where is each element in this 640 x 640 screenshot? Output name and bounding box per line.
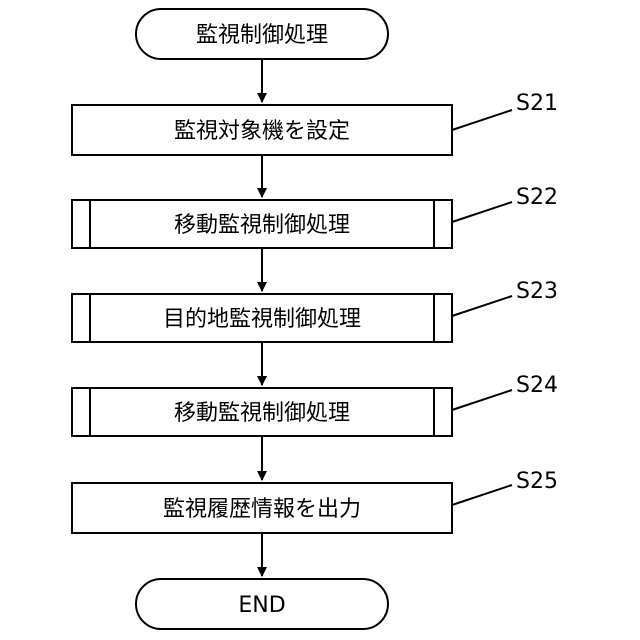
subprocess-box-s23: 目的地監視制御処理 xyxy=(72,294,452,342)
step-id-s25: S25 xyxy=(516,469,558,494)
step-id-s23: S23 xyxy=(516,279,558,304)
leader-s21 xyxy=(452,110,512,130)
step-id-s22: S22 xyxy=(516,185,558,210)
process-box-s21: 監視対象機を設定 xyxy=(72,105,452,155)
step-id-s21: S21 xyxy=(516,91,558,116)
leader-s22 xyxy=(452,202,512,222)
process-label-s25: 監視履歴情報を出力 xyxy=(163,497,361,522)
subprocess-box-s22: 移動監視制御処理 xyxy=(72,200,452,248)
process-label-s24: 移動監視制御処理 xyxy=(174,401,350,426)
end-label: END xyxy=(238,593,285,618)
process-label-s22: 移動監視制御処理 xyxy=(174,213,350,238)
end-terminator: END xyxy=(136,579,388,629)
step-id-s24: S24 xyxy=(516,373,558,398)
leader-s24 xyxy=(452,390,512,410)
start-label: 監視制御処理 xyxy=(196,23,328,48)
process-label-s21: 監視対象機を設定 xyxy=(174,119,350,144)
leader-s23 xyxy=(452,296,512,316)
leader-s25 xyxy=(452,485,512,505)
process-label-s23: 目的地監視制御処理 xyxy=(163,307,361,332)
process-box-s25: 監視履歴情報を出力 xyxy=(72,483,452,533)
start-terminator: 監視制御処理 xyxy=(136,9,388,59)
subprocess-box-s24: 移動監視制御処理 xyxy=(72,388,452,436)
